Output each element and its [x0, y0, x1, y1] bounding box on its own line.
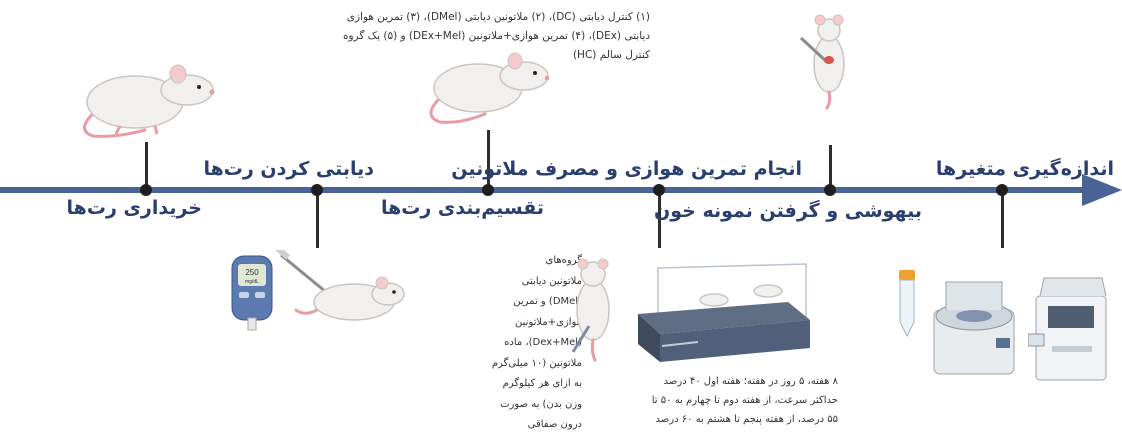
- glucometer-unit: mg/dL: [245, 279, 259, 285]
- timeline-tick-4: [658, 190, 661, 248]
- melatonin-line-9: درون صفاقی: [527, 419, 582, 430]
- timeline-tick-5: [829, 145, 832, 190]
- groups-line-2: دیابتی (DEx)، (۴) تمرین هوازی+ملاتونین (…: [342, 30, 650, 42]
- syringe-rat-illustration: [276, 250, 405, 321]
- ip-injection-rat-illustration: [571, 258, 610, 362]
- groups-line-1: (۱) کنترل دیابتی (DC)، (۲) ملاتونین دیاب…: [346, 11, 650, 23]
- timeline-node-4: [653, 184, 665, 196]
- timeline-tick-3: [487, 130, 490, 190]
- stage-label-training-melatonin: انجام تمرین هوازی و مصرف ملاتونین: [451, 158, 802, 180]
- falcon-tube-icon: [899, 270, 915, 338]
- melatonin-line-4: هوازی+ملاتونین: [515, 316, 582, 328]
- melatonin-line-1: گروه‌های: [545, 255, 583, 266]
- timeline-tick-6: [1001, 190, 1004, 248]
- stage-label-induce-diabetes: دیابتی کردن رت‌ها: [203, 158, 374, 180]
- analyzer-icon: [1028, 277, 1107, 381]
- stage-label-grouping: تقسیم‌بندی رت‌ها: [380, 197, 544, 219]
- melatonin-line-2: ملاتونین دیابتی: [521, 275, 582, 287]
- stage-label-purchase: خریداری رت‌ها: [66, 197, 202, 219]
- glucometer-reading: 250: [245, 268, 259, 277]
- timeline-node-2: [311, 184, 323, 196]
- timeline-node-5: [824, 184, 836, 196]
- training-line-1: ۸ هفته، ۵ روز در هفته؛ هفته اول ۴۰ درصد: [663, 376, 838, 387]
- timeline-tick-2: [316, 190, 319, 248]
- timeline-node-6: [996, 184, 1008, 196]
- glucometer-icon: 250 mg/dL: [231, 255, 273, 331]
- centrifuge-icon: [933, 281, 1015, 375]
- melatonin-line-6: ملاتونین (۱۰ میلی‌گرم: [491, 357, 582, 369]
- stage-label-measure-variables: اندازه‌گیری متغیرها: [935, 158, 1114, 180]
- melatonin-description: گروه‌های ملاتونین دیابتی (DMel) و تمرین …: [490, 251, 582, 436]
- timeline-node-3: [482, 184, 494, 196]
- timeline-tick-1: [145, 142, 148, 190]
- groups-description: (۱) کنترل دیابتی (DC)، (۲) ملاتونین دیاب…: [320, 8, 650, 65]
- melatonin-line-8: وزن بدن) به صورت: [500, 398, 582, 410]
- rat-illustration: [83, 64, 215, 138]
- melatonin-line-7: به ازای هر کیلوگرم: [502, 378, 582, 389]
- treadmill-illustration: [638, 263, 810, 362]
- timeline-arrowhead: [1082, 174, 1122, 206]
- anesthesia-rat-illustration: [799, 14, 845, 110]
- timeline-axis: [0, 187, 1085, 193]
- training-line-3: ۵۵ درصد، از هفته پنجم تا هشتم به ۶۰ درصد: [655, 414, 838, 425]
- timeline-node-1: [140, 184, 152, 196]
- rat-illustration-grouping: [429, 52, 550, 124]
- training-line-2: حداکثر سرعت، از هفته دوم تا چهارم به ۵۰ …: [651, 395, 838, 406]
- training-description: ۸ هفته، ۵ روز در هفته؛ هفته اول ۴۰ درصد …: [612, 372, 838, 429]
- stage-label-anesthesia-blood: بیهوشی و گرفتن نمونه خون: [654, 200, 922, 222]
- groups-line-3: کنترل سالم (HC): [572, 49, 650, 61]
